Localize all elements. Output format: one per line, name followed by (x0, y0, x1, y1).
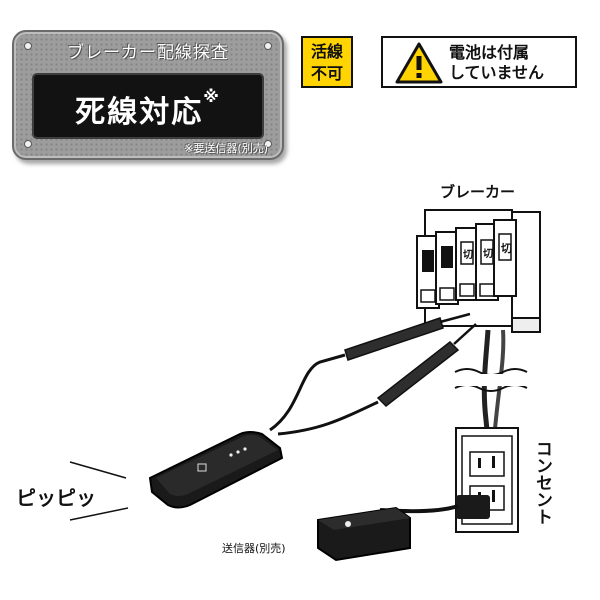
breaker-label: ブレーカー (440, 183, 516, 201)
indicator-led-icon (243, 447, 247, 451)
screw-icon (24, 42, 32, 50)
breaker-switch-label: 切 (483, 248, 493, 260)
live-wire-not-supported-badge: 活線 不可 (301, 36, 353, 88)
indicator-led-icon (229, 453, 233, 457)
indicator-led-icon (345, 521, 351, 527)
breaker-switch-label: 切 (501, 242, 512, 255)
wall-break-gap (455, 374, 527, 386)
breaker-box: 切 切 切 (416, 209, 541, 333)
panel-main-box: 死線対応※ (32, 73, 264, 139)
probe (344, 312, 471, 361)
warning-line-2: していません (449, 63, 545, 82)
asterisk-mark: ※ (203, 87, 221, 106)
transmitter-device (317, 504, 459, 562)
screw-icon (264, 42, 272, 50)
receiver-device (148, 431, 284, 509)
panel-note: ※要送信器(別売) (184, 142, 268, 155)
probe (376, 323, 477, 407)
screw-icon (264, 140, 272, 148)
warning-triangle-icon (395, 42, 443, 84)
indicator-led-icon (236, 450, 240, 454)
beep-line (69, 461, 127, 479)
warning-text: 電池は付属 していません (449, 43, 544, 83)
battery-warning: 電池は付属 していません (381, 36, 577, 88)
transmitter-label: 送信器(別売) (222, 542, 286, 555)
breaker-module (475, 223, 499, 301)
feature-panel: ブレーカー配線探査 死線対応※ ※要送信器(別売) (12, 30, 284, 160)
badge-line-1: 活線 (310, 42, 343, 61)
warning-line-1: 電池は付属 (449, 43, 530, 62)
beep-line (69, 507, 129, 521)
breaker-module (435, 231, 459, 305)
sensor-window-icon (197, 463, 207, 472)
probe-cable (277, 400, 379, 436)
breaker-module (493, 219, 517, 297)
beep-sound-label: ピッピッ (16, 486, 96, 510)
breaker-module (416, 235, 440, 309)
panel-title: ブレーカー配線探査 (67, 43, 229, 63)
breaker-module (455, 227, 479, 301)
panel-main-label: 死線対応※ (75, 87, 221, 130)
screw-icon (24, 140, 32, 148)
breaker-switch-label: 切 (463, 249, 473, 261)
outlet-label: コンセント (532, 440, 552, 525)
probe-cable (269, 353, 346, 432)
badge-line-2: 不可 (310, 64, 343, 83)
plug-icon (456, 495, 490, 519)
wall-outlet (455, 427, 519, 533)
